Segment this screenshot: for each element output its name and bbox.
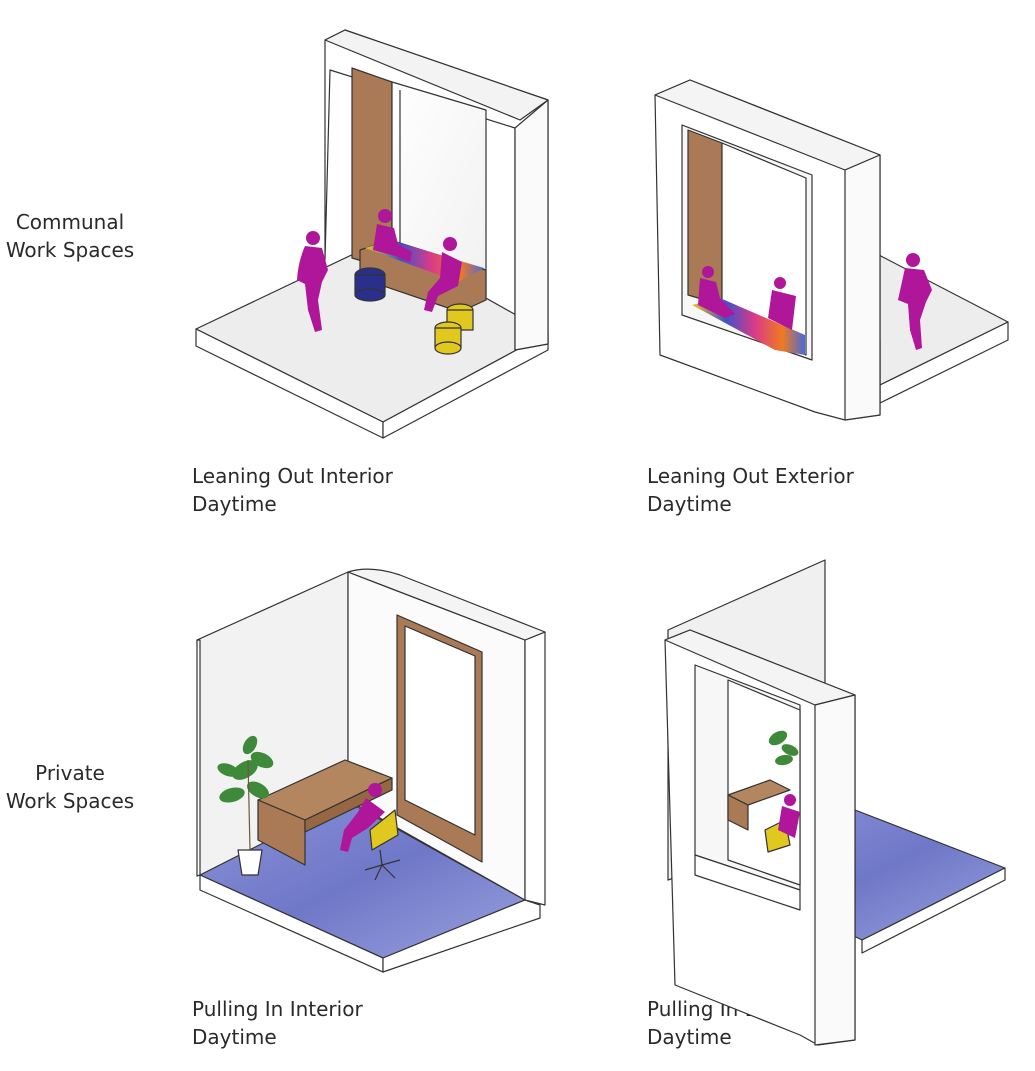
caption-line: Leaning Out Interior [192, 464, 393, 488]
plant [217, 735, 274, 876]
plant [768, 730, 799, 766]
caption-line: Daytime [192, 1025, 277, 1049]
person-seated-2 [424, 237, 462, 312]
caption-line: Daytime [647, 1025, 732, 1049]
row-label-line: Work Spaces [5, 238, 135, 262]
chair-yellow [369, 809, 399, 851]
person-seated-2 [768, 277, 796, 330]
caption-leaning-out-exterior: Leaning Out Exterior Daytime [647, 462, 854, 518]
door-glass [404, 625, 476, 836]
row-label-line: Private [35, 761, 105, 785]
row-label-line: Communal [15, 210, 125, 234]
wood-jamb [687, 129, 723, 306]
caption-line: Daytime [192, 492, 277, 516]
person-seated-desk [340, 783, 385, 852]
person-walking [297, 231, 328, 332]
caption-line: Daytime [647, 492, 732, 516]
scene-leaning-out-interior [195, 29, 549, 439]
person-seated-1 [698, 266, 735, 318]
caption-line: Leaning Out Exterior [647, 464, 854, 488]
caption-pulling-in-interior: Pulling In Interior Daytime [192, 995, 363, 1051]
person-walking [898, 253, 932, 350]
row-label-line: Work Spaces [5, 789, 135, 813]
person-seated-desk [778, 794, 800, 838]
scene-pulling-in-interior [196, 568, 546, 973]
person-seated-1 [373, 209, 412, 262]
caption-leaning-out-interior: Leaning Out Interior Daytime [192, 462, 393, 518]
scene-pulling-in-exterior [664, 559, 1006, 1046]
row-label-communal: Communal Work Spaces [0, 208, 145, 264]
row-label-private: Private Work Spaces [0, 759, 145, 815]
caption-line: Pulling In Interior [192, 997, 363, 1021]
scene-leaning-out-exterior [654, 79, 1009, 421]
